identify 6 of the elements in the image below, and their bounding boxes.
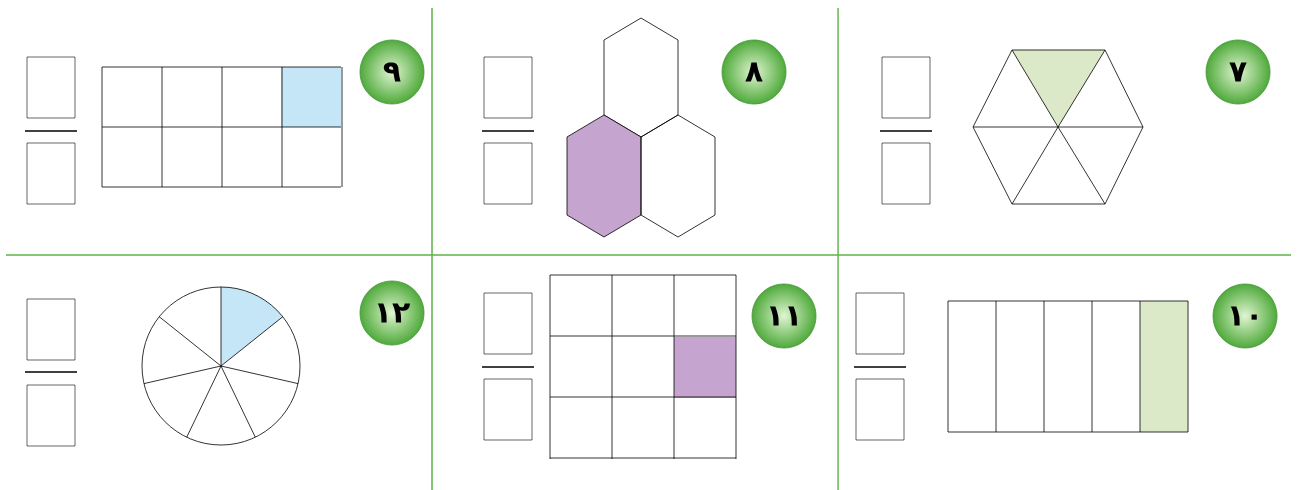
number-badge: ٨ — [721, 39, 787, 105]
number-badge: ٧ — [1205, 39, 1271, 105]
number-badge: ١٢ — [359, 280, 425, 346]
number-badge: ٩ — [359, 39, 425, 105]
number-badge: ١٠ — [1212, 283, 1278, 349]
number-badge: ١١ — [751, 283, 817, 349]
